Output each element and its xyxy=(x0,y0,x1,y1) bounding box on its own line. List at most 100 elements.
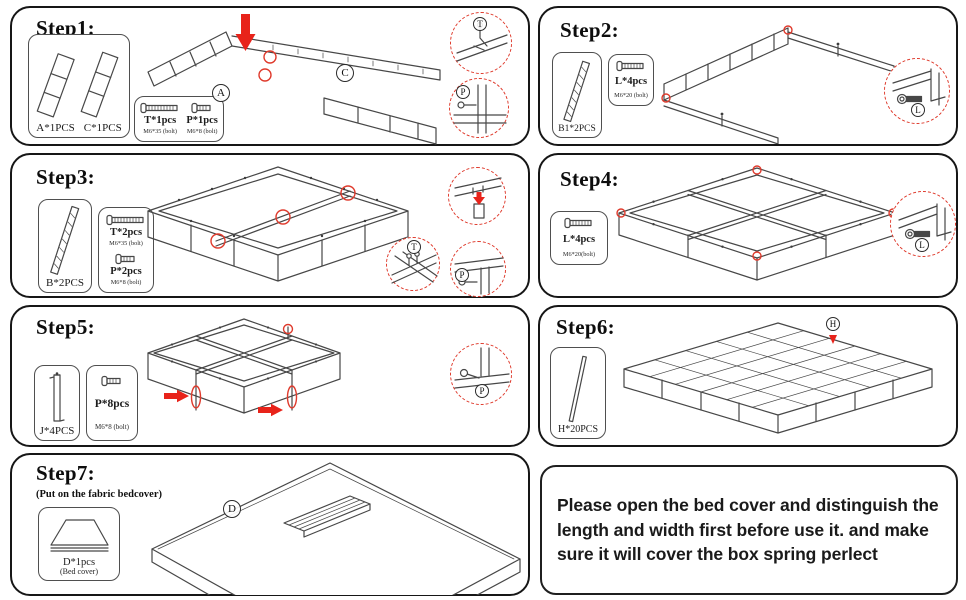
bolt-icon xyxy=(106,214,144,226)
step3-panel: Step3: B*2PCS T*2pcs M6*35 (bolt) P*2pcs… xyxy=(10,153,530,298)
circled-l-callout: L xyxy=(911,103,925,117)
step5-title: Step5: xyxy=(36,315,95,339)
hardware-t-name: T*1pcs xyxy=(144,115,177,127)
step3-detail-p-circle: P xyxy=(450,241,506,297)
hardware-t-spec: M6*35 (bolt) xyxy=(143,128,177,135)
note-box: Please open the bed cover and distinguis… xyxy=(540,465,958,595)
l-joint-detail-icon xyxy=(898,203,952,241)
step6-panel: Step6: H*20PCS H xyxy=(538,305,958,447)
hardware-t2-name: T*2pcs xyxy=(109,226,143,238)
rail-b-parts-icon xyxy=(50,205,80,275)
circled-c-callout: C xyxy=(336,64,354,82)
hardware-p-spec: M6*8 (bolt) xyxy=(186,128,218,135)
callout-p-letter: P xyxy=(459,270,465,280)
cross-joint-detail-icon xyxy=(391,251,438,284)
step2-diagram xyxy=(661,25,895,144)
step4-title: Step4: xyxy=(560,167,619,191)
hardware-p8-spec: M6*8 (bolt) xyxy=(94,422,130,431)
hardware-p2-name: P*2pcs xyxy=(110,265,142,277)
callout-d-letter: D xyxy=(228,503,236,515)
part-j-label: J*4PCS xyxy=(39,424,75,437)
callout-p-letter: P xyxy=(479,386,485,396)
step1-panel: Step1: A*1PCS C*1PCS T*1pcs M6*35 (bolt)… xyxy=(10,6,530,146)
hardware-l-spec: M6*20(bolt) xyxy=(562,250,596,258)
step1-parts-labels: A*1PCS C*1PCS xyxy=(36,122,121,134)
p-joint-detail-icon xyxy=(454,347,510,389)
step3-diagram xyxy=(147,166,409,282)
bracket-detail-icon xyxy=(454,177,502,219)
note-text: Please open the bed cover and distinguis… xyxy=(557,494,939,565)
step3-parts-box: B*2PCS xyxy=(38,199,92,293)
step7-subtitle: (Put on the fabric bedcover) xyxy=(36,489,162,500)
hardware-l-name: L*4pcs xyxy=(614,76,648,88)
step7-diagram xyxy=(151,462,521,595)
circled-a-callout: A xyxy=(212,84,230,102)
part-d-note: (Bed cover) xyxy=(60,567,98,577)
part-c-label: C*1PCS xyxy=(83,121,122,134)
circled-p-callout: P xyxy=(456,85,470,99)
step5-diagram xyxy=(147,318,341,417)
callout-p-letter: P xyxy=(460,87,466,97)
step6-title: Step6: xyxy=(556,315,615,339)
step2-detail-l-circle: L xyxy=(884,58,950,124)
step3-hardware-box: T*2pcs M6*35 (bolt) P*2pcs M6*8 (bolt) xyxy=(98,207,154,293)
side-rails-parts-icon xyxy=(36,51,119,118)
bolt-icon xyxy=(101,375,121,386)
step7-title: Step7: xyxy=(36,461,95,485)
circled-p-callout: P xyxy=(475,384,489,398)
part-d-label: D*1pcs xyxy=(62,556,96,568)
hardware-l-spec: M6*20 (bolt) xyxy=(614,92,648,100)
step4-detail-l-circle: L xyxy=(890,191,956,257)
hardware-p-name: P*1pcs xyxy=(186,115,218,127)
part-b1-label: B1*2PCS xyxy=(558,123,596,134)
bolt-icon xyxy=(115,253,135,265)
step1-hardware-box: T*1pcs M6*35 (bolt) P*1pcs M6*8 (bolt) xyxy=(134,96,224,142)
p-joint-detail-icon xyxy=(453,84,507,134)
callout-c-letter: C xyxy=(341,67,349,79)
hardware-p2-spec: M6*8 (bolt) xyxy=(110,278,142,286)
callout-t-letter: T xyxy=(477,19,483,29)
step1-detail-t-circle: T xyxy=(450,12,512,74)
hardware-l-name: L*4pcs xyxy=(562,234,596,246)
hardware-p8-name: P*8pcs xyxy=(94,398,130,411)
bolt-icon xyxy=(191,103,211,114)
step1-detail-p-circle: P xyxy=(449,78,509,138)
step6-diagram xyxy=(623,322,933,434)
rail-b1-parts-icon xyxy=(563,60,591,122)
part-b-label: B*2PCS xyxy=(46,276,84,289)
circled-h-callout: H xyxy=(826,317,840,331)
red-arrow-down-icon xyxy=(829,335,837,344)
callout-a-letter: A xyxy=(217,87,225,99)
step1-parts-box: A*1PCS C*1PCS xyxy=(28,34,130,138)
circled-l-callout: L xyxy=(915,238,929,252)
callout-h-letter: H xyxy=(829,319,837,329)
circled-p-callout: P xyxy=(455,268,469,282)
step5-detail-p-circle: P xyxy=(450,343,512,405)
part-h-label: H*20PCS xyxy=(557,424,598,435)
l-joint-detail-icon xyxy=(892,68,946,106)
step7-panel: Step7: (Put on the fabric bedcover) D*1p… xyxy=(10,453,530,596)
step2-title: Step2: xyxy=(560,18,619,42)
bed-cover-parts-icon xyxy=(50,519,109,552)
callout-l-letter: L xyxy=(919,240,925,250)
circled-t-callout: T xyxy=(407,240,421,254)
slat-h-parts-icon xyxy=(568,355,587,423)
step7-parts-box: D*1pcs (Bed cover) xyxy=(38,507,120,581)
bolt-icon xyxy=(564,218,592,229)
step5-parts-box: J*4PCS xyxy=(34,365,80,441)
bolt-icon xyxy=(616,61,644,72)
step5-hardware-box: P*8pcs M6*8 (bolt) xyxy=(86,365,138,441)
callout-t-letter: T xyxy=(411,242,417,252)
step2-parts-box: B1*2PCS xyxy=(552,52,602,138)
circled-t-callout: T xyxy=(473,17,487,31)
step1-diagram xyxy=(147,14,441,145)
step3-detail-t-circle: T xyxy=(386,237,440,291)
step6-parts-box: H*20PCS xyxy=(550,347,606,439)
step5-panel: Step5: J*4PCS P*8pcs M6*8 (bolt) xyxy=(10,305,530,447)
step2-hardware-box: L*4pcs M6*20 (bolt) xyxy=(608,54,654,106)
leg-j-parts-icon xyxy=(49,372,65,422)
bolt-icon xyxy=(140,103,178,114)
step4-hardware-box: L*4pcs M6*20(bolt) xyxy=(550,211,608,265)
hardware-t2-spec: M6*35 (bolt) xyxy=(109,239,143,247)
step2-panel: Step2: B1*2PCS L*4pcs M6*20 (bolt) xyxy=(538,6,958,146)
